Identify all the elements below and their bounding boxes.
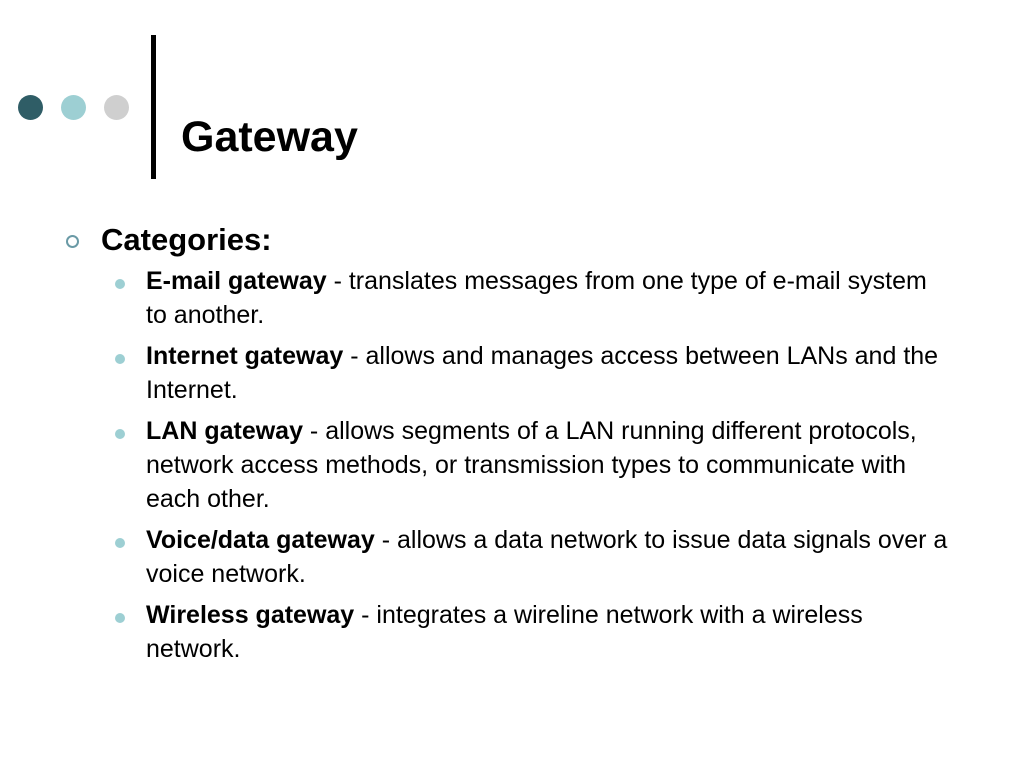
item-term: E-mail gateway xyxy=(146,267,327,295)
dot-bullet-icon xyxy=(115,613,125,623)
list-item: Internet gateway - allows and manages ac… xyxy=(101,339,951,407)
dot-bullet-icon xyxy=(115,279,125,289)
title-divider xyxy=(151,35,156,179)
item-term: LAN gateway xyxy=(146,417,303,445)
dot-bullet-icon xyxy=(115,354,125,364)
slide-title: Gateway xyxy=(181,112,358,161)
categories-heading-row: Categories: xyxy=(64,220,964,260)
item-term: Voice/data gateway xyxy=(146,526,375,554)
ring-bullet-icon xyxy=(66,235,79,248)
categories-heading: Categories: xyxy=(101,222,272,257)
category-list: E-mail gateway - translates messages fro… xyxy=(64,264,964,666)
decorative-dot-dark xyxy=(18,95,43,120)
decorative-dot-teal xyxy=(61,95,86,120)
list-item: LAN gateway - allows segments of a LAN r… xyxy=(101,414,951,516)
item-description: - integrates a wireline network with a w… xyxy=(146,601,863,663)
dot-bullet-icon xyxy=(115,429,125,439)
item-term: Wireless gateway xyxy=(146,601,355,629)
item-description: - translates messages from one type of e… xyxy=(146,267,927,329)
item-description: - allows a data network to issue data si… xyxy=(146,526,948,588)
dot-bullet-icon xyxy=(115,538,125,548)
list-item: Wireless gateway - integrates a wireline… xyxy=(101,598,951,666)
list-item: Voice/data gateway - allows a data netwo… xyxy=(101,523,951,591)
slide-content: Categories: E-mail gateway - translates … xyxy=(64,220,964,673)
item-description: - allows and manages access between LANs… xyxy=(146,342,939,404)
list-item: E-mail gateway - translates messages fro… xyxy=(101,264,951,332)
item-description: - allows segments of a LAN running diffe… xyxy=(146,417,917,513)
item-term: Internet gateway xyxy=(146,342,344,370)
decorative-dot-gray xyxy=(104,95,129,120)
